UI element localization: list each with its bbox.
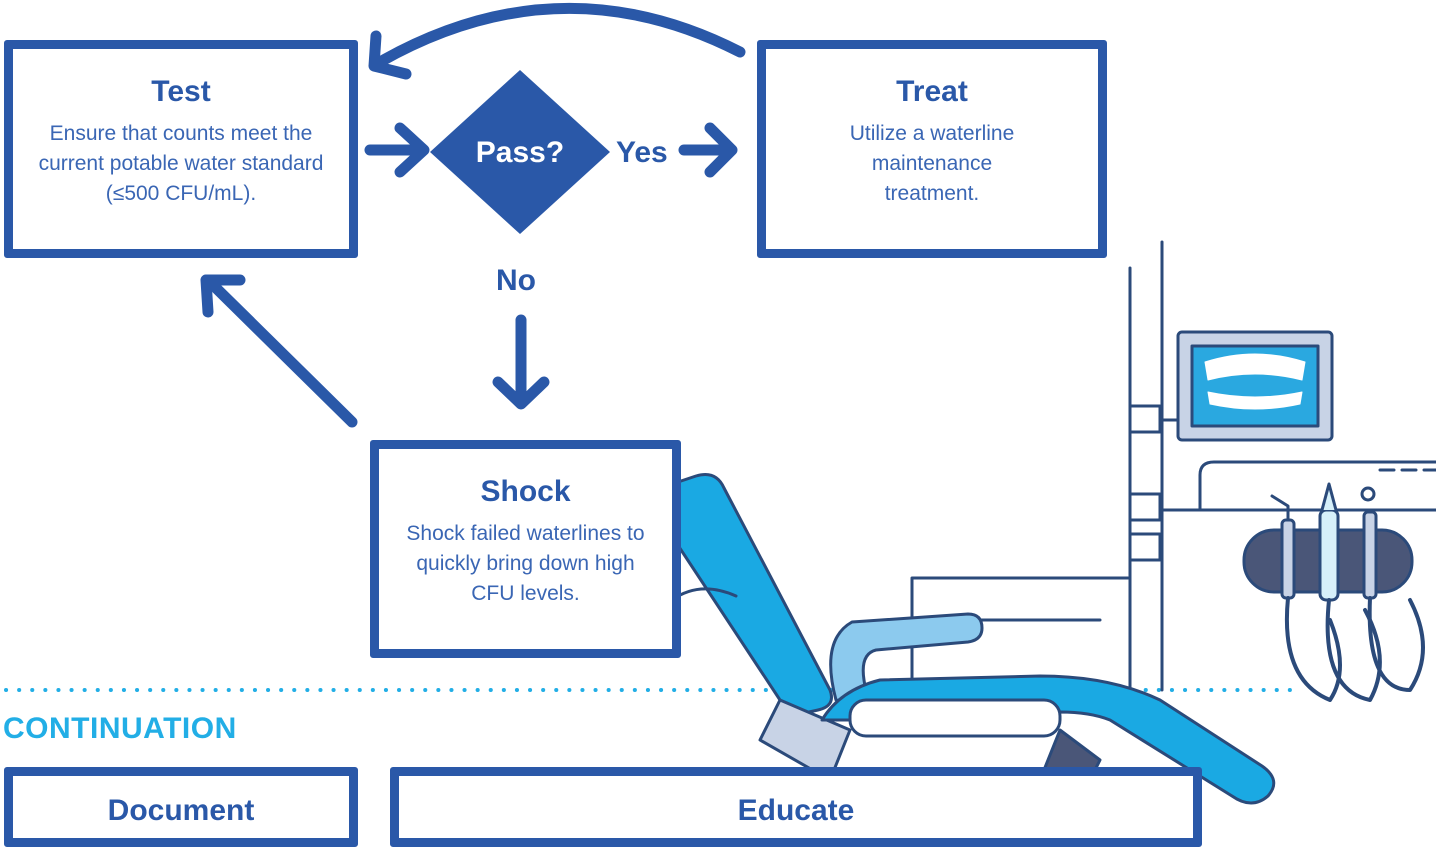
arrow-no-to-shock xyxy=(492,314,550,410)
yes-label: Yes xyxy=(616,136,668,169)
treat-step-title: Treat xyxy=(896,75,968,108)
test-step-box: Test Ensure that counts meet the current… xyxy=(4,40,358,258)
shock-step-box: Shock Shock failed waterlines to quickly… xyxy=(370,440,681,658)
shock-step-description: Shock failed waterlines to quickly bring… xyxy=(406,522,645,605)
treat-step-description: Utilize a waterline maintenance treatmen… xyxy=(849,122,1015,205)
shock-step-title: Shock xyxy=(480,475,571,508)
test-step-title: Test xyxy=(151,75,211,108)
dental-chair-illustration xyxy=(647,240,1436,810)
no-label: No xyxy=(496,264,536,297)
continuation-heading: CONTINUATION xyxy=(3,712,237,745)
treat-step-box: Treat Utilize a waterline maintenance tr… xyxy=(757,40,1107,258)
document-step-title: Document xyxy=(107,794,255,827)
document-step-box: Document xyxy=(4,767,358,847)
loop-back-arrow xyxy=(368,2,746,80)
arrow-yes-to-treat xyxy=(678,122,738,178)
arrow-shock-to-test xyxy=(200,274,358,428)
educate-step-title: Educate xyxy=(737,794,855,827)
arrow-test-to-decision xyxy=(364,122,430,178)
decision-label: Pass? xyxy=(475,136,565,169)
decision-diamond xyxy=(430,70,610,234)
test-step-description: Ensure that counts meet the current pota… xyxy=(38,122,324,205)
diagram-canvas xyxy=(4,2,1436,810)
educate-step-box: Educate xyxy=(390,767,1202,847)
